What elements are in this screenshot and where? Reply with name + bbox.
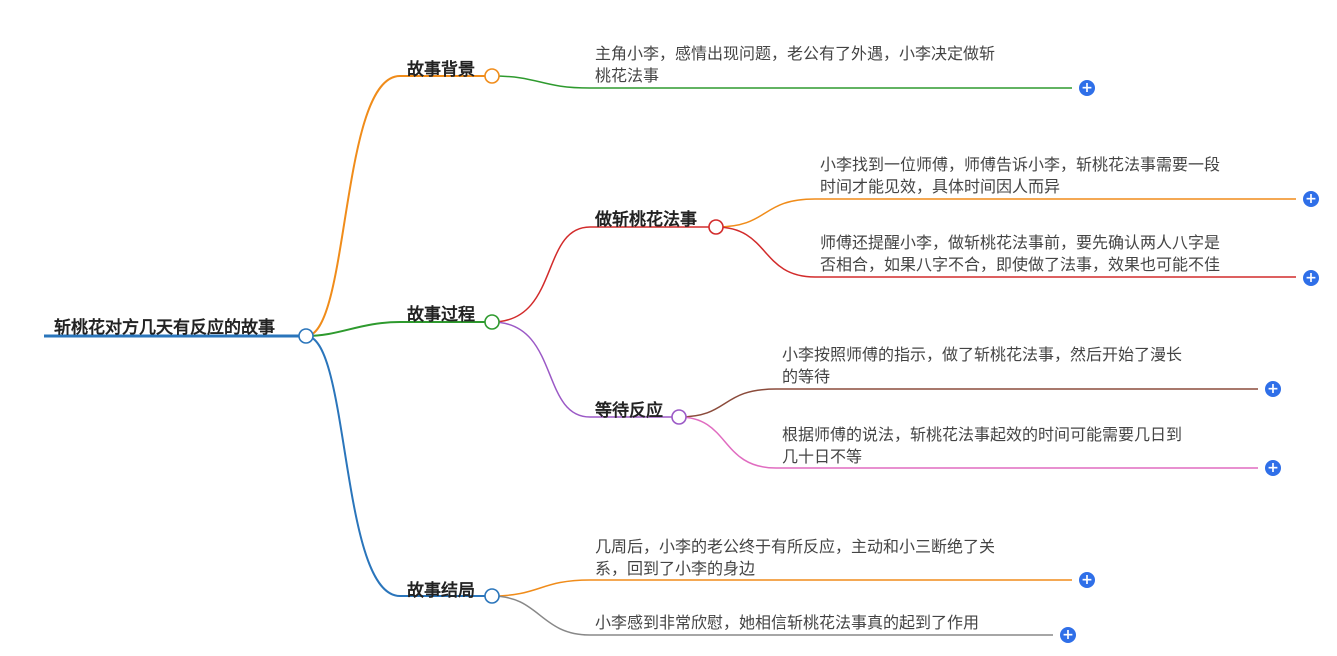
subbranch-label-waiting[interactable]: 等待反应 bbox=[595, 401, 663, 421]
leaf-waiting-1-line-2: 的等待 bbox=[782, 367, 831, 386]
subbranch-label-ritual[interactable]: 做斩桃花法事 bbox=[595, 210, 697, 230]
connector-ritual-leaf-1 bbox=[715, 198, 1296, 228]
plus-circle-icon[interactable]: + bbox=[1265, 381, 1281, 397]
leaf-ending-2-line-1: 小李感到非常欣慰，她相信斩桃花法事真的起到了作用 bbox=[595, 613, 980, 632]
branch-label-process[interactable]: 故事过程 bbox=[407, 305, 475, 325]
leaf-background-line-2: 桃花法事 bbox=[595, 66, 660, 85]
leaf-waiting-1-line-1: 小李按照师傅的指示，做了斩桃花法事，然后开始了漫长 bbox=[782, 345, 1183, 364]
leaf-background-line-1: 主角小李，感情出现问题，老公有了外遇，小李决定做斩 bbox=[595, 44, 996, 63]
connector-waiting-leaf-2 bbox=[678, 416, 1258, 469]
leaf-ritual-1-line-2: 时间才能见效，具体时间因人而异 bbox=[820, 177, 1061, 196]
leaf-waiting-2-line-1: 根据师傅的说法，斩桃花法事起效的时间可能需要几日到 bbox=[782, 425, 1183, 444]
leaf-ritual-1-line-1: 小李找到一位师傅，师傅告诉小李，斩桃花法事需要一段 bbox=[820, 155, 1221, 174]
connector-process-waiting bbox=[491, 321, 679, 418]
branch-node-ending[interactable] bbox=[484, 588, 500, 604]
plus-circle-icon[interactable]: + bbox=[1060, 627, 1076, 643]
branch-label-ending[interactable]: 故事结局 bbox=[407, 581, 475, 601]
branch-label-background[interactable]: 故事背景 bbox=[407, 60, 475, 80]
connector-root-background bbox=[305, 75, 492, 337]
connector-ritual-leaf-2 bbox=[715, 226, 1296, 278]
root-topic-label[interactable]: 斩桃花对方几天有反应的故事 bbox=[54, 318, 275, 338]
plus-circle-icon[interactable]: + bbox=[1303, 270, 1319, 286]
leaf-ending-1-line-2: 系，回到了小李的身边 bbox=[595, 559, 756, 578]
branch-node-background[interactable] bbox=[484, 68, 500, 84]
leaf-waiting-2-line-2: 几十日不等 bbox=[782, 447, 863, 466]
connector-waiting-leaf-1 bbox=[678, 388, 1258, 418]
plus-circle-icon[interactable]: + bbox=[1303, 191, 1319, 207]
connector-root-ending bbox=[305, 335, 492, 597]
plus-circle-icon[interactable]: + bbox=[1079, 572, 1095, 588]
leaf-ending-1-line-1: 几周后，小李的老公终于有所反应，主动和小三断绝了关 bbox=[595, 537, 996, 556]
connector-root-process bbox=[305, 321, 492, 337]
connector-background-leaf bbox=[491, 75, 1072, 89]
connector-ending-leaf-1 bbox=[491, 579, 1072, 597]
plus-circle-icon[interactable]: + bbox=[1079, 80, 1095, 96]
root-node[interactable] bbox=[298, 328, 314, 344]
leaf-ritual-2-line-1: 师傅还提醒小李，做斩桃花法事前，要先确认两人八字是 bbox=[820, 233, 1221, 252]
plus-circle-icon[interactable]: + bbox=[1265, 460, 1281, 476]
leaf-ritual-2-line-2: 否相合，如果八字不合，即使做了法事，效果也可能不佳 bbox=[820, 255, 1221, 274]
connector-process-ritual bbox=[491, 226, 716, 323]
connector-ending-leaf-2 bbox=[491, 595, 1053, 636]
subbranch-node-waiting[interactable] bbox=[671, 409, 687, 425]
branch-node-process[interactable] bbox=[484, 314, 500, 330]
subbranch-node-ritual[interactable] bbox=[708, 219, 724, 235]
